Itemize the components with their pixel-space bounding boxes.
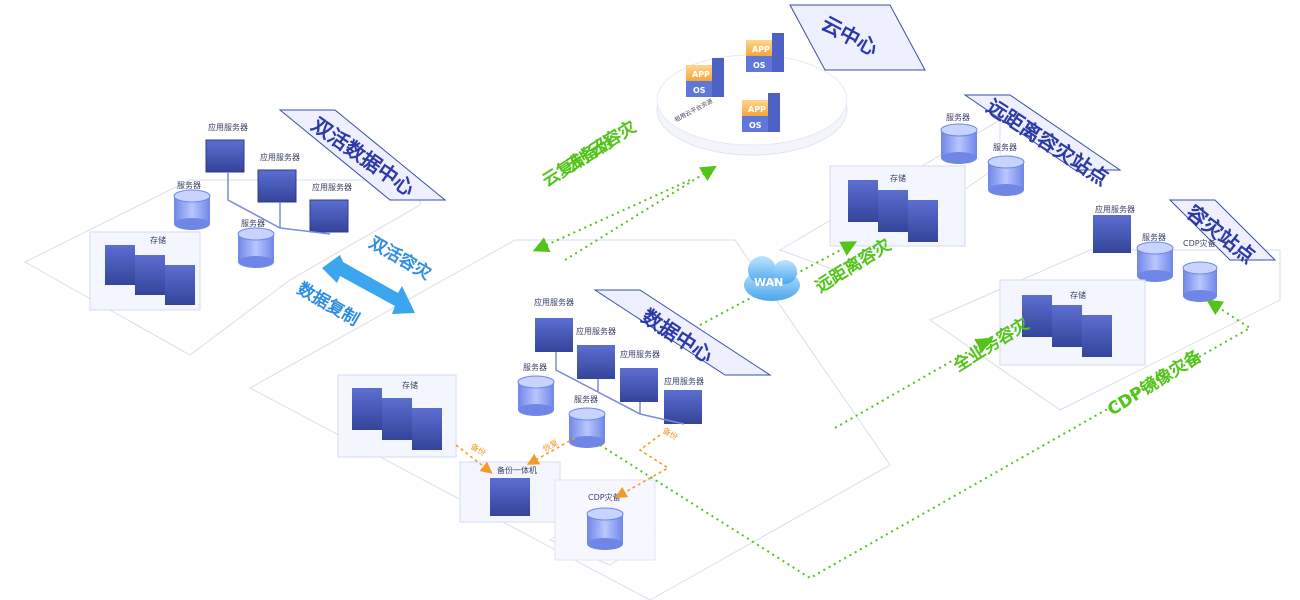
- svg-text:CDP灾备: CDP灾备: [588, 492, 621, 502]
- svg-text:存储: 存储: [1070, 290, 1086, 300]
- svg-text:服务器: 服务器: [177, 180, 201, 190]
- svg-text:OS: OS: [753, 61, 766, 70]
- server-cylinder: 服务器: [173, 180, 211, 230]
- server-rack: 应用服务器: [664, 376, 704, 424]
- server-cylinder: 服务器: [237, 218, 275, 268]
- svg-text:APP: APP: [748, 105, 766, 114]
- svg-text:应用服务器: 应用服务器: [260, 152, 300, 162]
- cdp-storage: CDP灾备: [1182, 238, 1218, 302]
- svg-text:存储: 存储: [402, 380, 418, 390]
- title-active-dc: 双活数据中心: [278, 109, 447, 201]
- server-cylinder: 服务器: [568, 394, 606, 448]
- server-rack: 应用服务器: [620, 349, 660, 402]
- server-rack: 应用服务器: [576, 326, 616, 379]
- cdp-storage: CDP灾备: [554, 479, 656, 561]
- svg-text:服务器: 服务器: [993, 142, 1017, 152]
- svg-text:OS: OS: [693, 86, 706, 95]
- storage-array: 存储: [89, 231, 201, 311]
- svg-text:应用服务器: 应用服务器: [576, 326, 616, 336]
- svg-text:服务器: 服务器: [946, 112, 970, 122]
- svg-text:APP: APP: [692, 70, 710, 79]
- svg-text:服务器: 服务器: [574, 394, 598, 404]
- svg-text:云复制: 云复制: [539, 146, 593, 191]
- backup-links: [455, 434, 670, 498]
- backup-label-2: 备份: [661, 425, 680, 442]
- wan-cloud-icon: WAN: [744, 256, 800, 301]
- title-cloud-center: 云中心: [789, 4, 926, 71]
- svg-text:应用服务器: 应用服务器: [620, 349, 660, 359]
- server-cylinder: 服务器: [1136, 232, 1174, 282]
- server-rack: 应用服务器: [309, 182, 352, 233]
- app-os-block: APP OS: [686, 58, 724, 97]
- svg-text:服务器: 服务器: [523, 362, 547, 372]
- storage-array: 存储: [999, 279, 1146, 366]
- svg-text:双活容灾: 双活容灾: [366, 232, 436, 285]
- cloud-center-region: APP OS APP OS APP OS 租用云平台资源: [656, 33, 848, 156]
- wan-label: WAN: [754, 276, 783, 289]
- recover-label: 恢复: [541, 437, 560, 454]
- server-cylinder: 服务器: [940, 112, 978, 164]
- dr-site-equipment: 应用服务器 服务器 CDP灾备 存储: [999, 204, 1218, 366]
- app-os-block: APP OS: [742, 93, 780, 132]
- remote-dr-equipment: 服务器 服务器 存储: [829, 112, 1025, 247]
- title-dr-site: 容灾站点: [1168, 199, 1277, 268]
- svg-text:应用服务器: 应用服务器: [208, 122, 248, 132]
- svg-text:备份一体机: 备份一体机: [497, 465, 537, 475]
- svg-text:服务器: 服务器: [1142, 232, 1166, 242]
- svg-text:OS: OS: [749, 121, 762, 130]
- backup-label: 备份: [469, 441, 488, 458]
- svg-text:APP: APP: [752, 45, 770, 54]
- svg-text:应用服务器: 应用服务器: [1095, 204, 1135, 214]
- storage-array: 存储: [337, 374, 457, 458]
- svg-text:应用服务器: 应用服务器: [312, 182, 352, 192]
- storage-array: 存储: [829, 165, 966, 247]
- svg-text:CDP灾备: CDP灾备: [1183, 238, 1216, 248]
- svg-text:应用服务器: 应用服务器: [534, 297, 574, 307]
- app-os-block: APP OS: [746, 33, 784, 72]
- data-center-equipment: 应用服务器 应用服务器 应用服务器 应用服务器 服务器 服务器 存储 备份一体机…: [337, 297, 704, 561]
- server-rack: 应用服务器: [1093, 204, 1135, 253]
- cloud-dr-labels: 云容灾 云备份 云复制: [539, 116, 641, 191]
- svg-text:服务器: 服务器: [241, 218, 265, 228]
- server-rack: 应用服务器: [257, 152, 300, 203]
- svg-text:应用服务器: 应用服务器: [664, 376, 704, 386]
- svg-text:存储: 存储: [890, 173, 906, 183]
- backup-appliance: 备份一体机: [459, 461, 561, 523]
- svg-text:数据复制: 数据复制: [294, 278, 363, 330]
- active-active-arrow: 双活容灾 数据复制: [294, 232, 436, 330]
- server-rack: 应用服务器: [205, 122, 248, 173]
- server-cylinder: 服务器: [517, 362, 555, 416]
- server-cylinder: 服务器: [987, 142, 1025, 196]
- svg-text:存储: 存储: [150, 235, 166, 245]
- server-rack: 应用服务器: [534, 297, 574, 352]
- active-dc-equipment: 应用服务器 应用服务器 应用服务器 服务器 服务器 存储: [89, 122, 352, 311]
